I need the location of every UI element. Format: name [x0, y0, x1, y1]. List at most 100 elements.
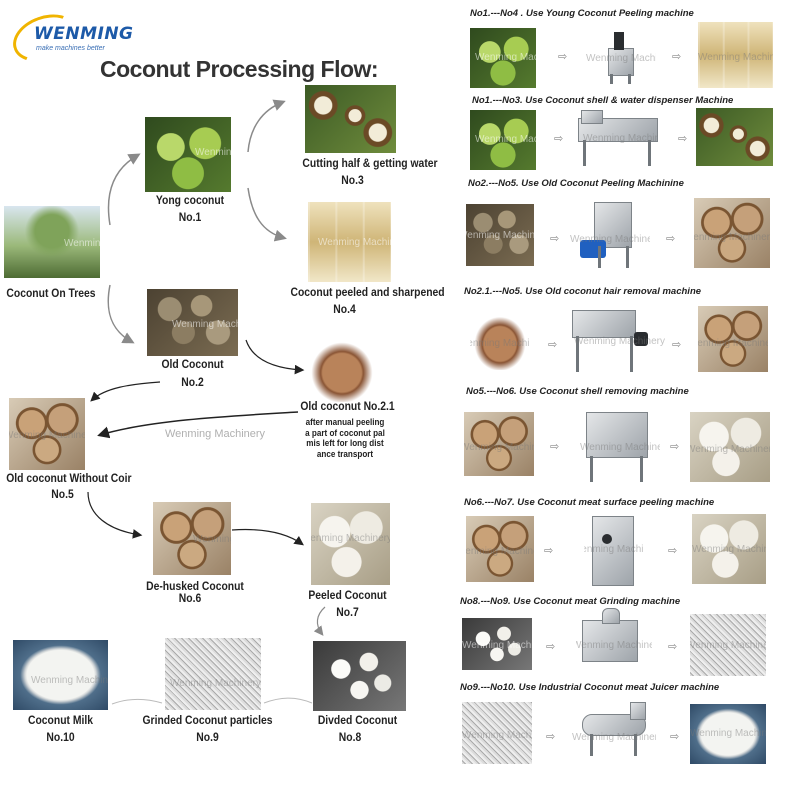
transition-arrow-icon: ⇨ [672, 339, 682, 351]
no8-num: No.8 [338, 732, 362, 744]
no3-num: No.3 [341, 175, 364, 187]
wenming-logo: WENMING make machines better [6, 6, 137, 70]
machine7-output-photo: Wenming Machinery [690, 614, 766, 676]
no2-label: Old Coconut [161, 359, 224, 371]
no10-label: Coconut Milk [28, 715, 93, 727]
machine2-output-photo [696, 108, 773, 166]
coconut-milk-photo: Wenming Machinery [13, 640, 108, 710]
arrow-no2-to-no21 [245, 339, 305, 375]
no7-label: Peeled Coconut [308, 590, 387, 602]
watermark: Wenming Machinery [466, 230, 534, 241]
no5-label: Old coconut Without Coir [6, 473, 132, 485]
watermark: Wenming Machinery [464, 442, 534, 453]
transition-arrow-icon: ⇨ [668, 545, 678, 557]
machine5-input-photo: Wenming Machinery [464, 412, 534, 476]
arrow-no21-to-no5 [97, 411, 299, 439]
watermark: Wenming Machinery [475, 52, 536, 63]
watermark: Wenming Machinery [193, 534, 231, 545]
machine1-input-photo: Wenming Machinery [470, 28, 536, 88]
machine6-input-photo: Wenming Machinery [466, 516, 534, 582]
machine5-output-photo: Wenming Machinery [690, 412, 770, 482]
peeled-sharpened-photo: Wenming Machinery [308, 202, 391, 282]
arrow-no8-to-no9 [263, 697, 313, 704]
transition-arrow-icon: ⇨ [550, 441, 560, 453]
transition-arrow-icon: ⇨ [550, 233, 560, 245]
no8-label: Divded Coconut [317, 715, 398, 727]
watermark: Wenming Machinery [318, 237, 391, 248]
dehusked-coconut-photo: Wenming Machinery [153, 502, 231, 575]
machine-column: No1.---No4 . Use Young Coconut Peeling m… [458, 0, 800, 800]
arrow-no1-to-no4 [247, 187, 287, 242]
arrow-trees-to-no2 [107, 284, 135, 344]
machine-title-7: No8.---No9. Use Coconut meat Grinding ma… [460, 596, 681, 607]
machine6-photo: Wenming Machinery [584, 514, 644, 590]
transition-arrow-icon: ⇨ [678, 133, 688, 145]
watermark: Wenming Machinery [170, 678, 261, 689]
watermark: Wenming Machinery [470, 338, 530, 349]
no4-num: No.4 [333, 304, 356, 316]
watermark: Wenming Machinery [64, 238, 100, 249]
machine-title-8: No9.---No10. Use Industrial Coconut meat… [460, 682, 720, 693]
machine-title-4: No2.1.---No5. Use Old coconut hair remov… [464, 286, 702, 297]
no5-num: No.5 [51, 489, 74, 501]
transition-arrow-icon: ⇨ [670, 731, 680, 743]
no9-num: No.9 [196, 732, 219, 744]
machine-title-2: No1.---No3. Use Coconut shell & water di… [472, 95, 734, 106]
transition-arrow-icon: ⇨ [546, 731, 556, 743]
machine2-input-photo: Wenming Machinery [470, 110, 536, 170]
no3-label: Cutting half & getting water [302, 158, 438, 170]
watermark: Wenming Machinery [690, 444, 770, 455]
no21-note: after manual peeling a part of coconut p… [305, 417, 385, 459]
machine6-output-photo: Wenming Machinery [692, 514, 766, 584]
transition-arrow-icon: ⇨ [544, 545, 554, 557]
no1-num: No.1 [178, 212, 202, 224]
arrow-trees-to-no1 [107, 153, 141, 226]
no1-label: Yong coconut [155, 195, 225, 207]
machine3-photo: Wenming Machinery [570, 200, 650, 272]
watermark: Wenming Machinery [466, 546, 534, 557]
machine2-photo: Wenming Machinery [573, 108, 658, 170]
watermark: Wenming Machinery [692, 544, 766, 555]
machine4-output-photo: Wenming Machinery [698, 306, 768, 372]
transition-arrow-icon: ⇨ [546, 641, 556, 653]
watermark: Wenming Machinery [690, 640, 766, 651]
machine8-input-photo: Wenming Machinery [462, 702, 532, 764]
watermark: Wenming Machinery [195, 147, 231, 158]
machine4-photo: Wenming Machinery [566, 306, 666, 376]
logo-brand: WENMING [34, 24, 134, 44]
logo-tagline: make machines better [36, 45, 105, 52]
no10-num: No.10 [46, 732, 75, 744]
no6-label: De-husked Coconut [146, 581, 244, 593]
transition-arrow-icon: ⇨ [672, 51, 682, 63]
arrow-no1-to-no3 [247, 99, 286, 153]
transition-arrow-icon: ⇨ [548, 339, 558, 351]
page-title: Coconut Processing Flow: [100, 56, 379, 82]
watermark: Wenming Machinery [9, 430, 85, 441]
machine-title-1: No1.---No4 . Use Young Coconut Peeling m… [470, 8, 694, 19]
machine7-input-photo: Wenming Machinery [462, 618, 532, 670]
old-without-coir-photo: Wenming Machinery [9, 398, 85, 470]
machine1-photo: Wenming Machinery [586, 28, 656, 88]
machine8-photo: Wenming Machinery [572, 700, 656, 762]
grinded-particles-photo: Wenming Machinery [165, 638, 261, 710]
no6-num: No.6 [178, 593, 202, 605]
watermark: Wenming Machinery [172, 319, 238, 330]
machine4-input-photo: Wenming Machinery [470, 312, 530, 370]
transition-arrow-icon: ⇨ [670, 441, 680, 453]
old-coconut-hair-photo [306, 337, 378, 402]
arrow-no6-to-no7 [231, 528, 304, 546]
machine5-photo: Wenming Machinery [580, 410, 660, 486]
no21-label: Old coconut No.2.1 [300, 401, 395, 413]
trees-label: Coconut On Trees [6, 288, 96, 300]
peeled-coconut-photo: Wenming Machinery [311, 503, 390, 585]
cut-half-photo [305, 85, 396, 153]
watermark: Wenming Machinery [698, 338, 768, 349]
no2-num: No.2 [181, 377, 204, 389]
transition-arrow-icon: ⇨ [558, 51, 568, 63]
divided-coconut-photo [313, 641, 406, 711]
machine-title-3: No2.---No5. Use Old Coconut Peeling Mach… [468, 178, 684, 189]
watermark: Wenming Machinery [462, 730, 532, 741]
watermark: Wenming Machinery [698, 52, 773, 63]
machine8-output-photo: Wenming Machinery [690, 704, 766, 764]
watermark: Wenming Machinery [690, 728, 766, 739]
